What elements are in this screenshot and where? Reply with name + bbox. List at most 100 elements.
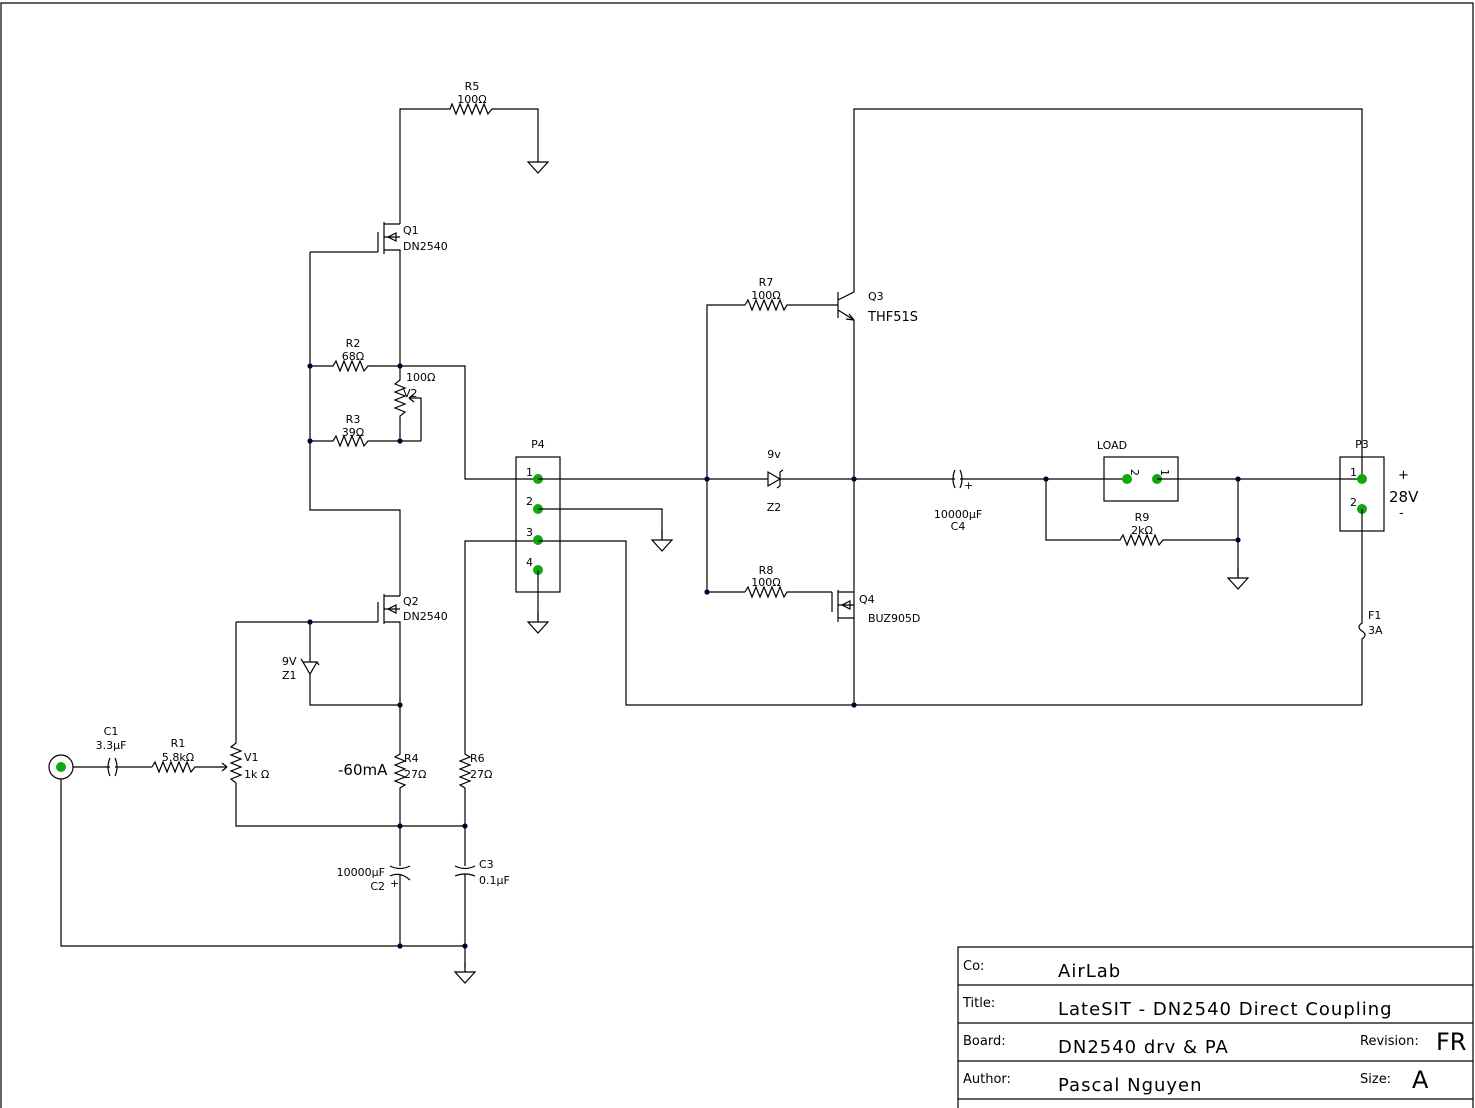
svg-text:+: + (964, 479, 973, 492)
r4-note: -60mA (338, 761, 388, 779)
r5-ref: R5 (465, 80, 480, 93)
connector-p4: P4 1 2 3 4 (515, 438, 1362, 706)
resistor-r7: R7 100Ω (744, 276, 838, 312)
q4-ref: Q4 (859, 593, 875, 606)
q3-value: THF51S (867, 310, 918, 325)
p3-ref: P3 (1355, 438, 1369, 451)
tb-co: AirLab (1058, 961, 1121, 982)
c1-value: 3.3µF (96, 739, 127, 752)
svg-text:+: + (390, 877, 399, 890)
title-block: Co: AirLab Title: LateSIT - DN2540 Direc… (957, 946, 1473, 1108)
capacitor-c2: 10000µF C2 + (337, 826, 411, 946)
svg-text:1: 1 (1158, 469, 1171, 476)
mosfet-q2: Q2 DN2540 (236, 594, 448, 748)
transistor-q3: Q3 THF51S (837, 108, 1363, 705)
svg-text:2: 2 (1350, 496, 1357, 509)
c3-value: 0.1µF (479, 874, 510, 887)
r4-ref: R4 (404, 752, 419, 765)
c1-ref: C1 (104, 725, 119, 738)
tb-author-label: Author: (963, 1072, 1011, 1087)
tb-revision: FR (1436, 1028, 1466, 1056)
potentiometer-v1: V1 1k Ω (229, 622, 465, 827)
q1-value: DN2540 (403, 240, 448, 253)
f1-value: 3A (1368, 624, 1383, 637)
p4-pin3-pad[interactable] (533, 535, 543, 545)
potentiometer-v2: 100Ω V2 (393, 366, 435, 442)
capacitor-c4: + 10000µF C4 (854, 469, 1127, 533)
svg-text:2: 2 (526, 495, 533, 508)
load-ref: LOAD (1097, 439, 1127, 452)
c2-value: 10000µF (337, 866, 385, 879)
z1-ref: Z1 (282, 669, 297, 682)
resistor-r8: R8 100Ω (744, 564, 832, 599)
q3-ref: Q3 (868, 290, 884, 303)
tb-size-label: Size: (1360, 1072, 1391, 1087)
load-pin2-pad[interactable] (1122, 474, 1132, 484)
zener-z2: 9v Z2 (767, 448, 854, 514)
p3-pin1-pad[interactable] (1357, 474, 1367, 484)
r5-value: 100Ω (457, 93, 486, 106)
z1-value: 9V (282, 655, 297, 668)
r1-value: 5.8kΩ (162, 751, 194, 764)
c4-ref: C4 (951, 520, 966, 533)
resistor-r1: R1 5.8kΩ (151, 737, 228, 774)
tb-board: DN2540 drv & PA (1058, 1037, 1229, 1058)
v2-ref: V2 (403, 387, 418, 400)
resistor-r9: R9 2kΩ (1045, 479, 1249, 590)
c3-ref: C3 (479, 858, 494, 871)
tb-author: Pascal Nguyen (1058, 1075, 1203, 1096)
resistor-r3: R3 39Ω (310, 413, 400, 448)
capacitor-c3: C3 0.1µF (454, 826, 510, 984)
wire-to-p4-pin1 (400, 365, 538, 480)
r3-ref: R3 (346, 413, 361, 426)
svg-text:4: 4 (526, 556, 533, 569)
p4-ref: P4 (531, 438, 545, 451)
zener-z1: 9V Z1 (282, 622, 400, 706)
junction-dots (307, 363, 1241, 949)
r2-value: 68Ω (342, 350, 364, 363)
r8-value: 100Ω (751, 576, 780, 589)
connector-load: LOAD 2 1 (1097, 439, 1362, 502)
v1-ref: V1 (244, 751, 259, 764)
input-connector[interactable] (48, 754, 465, 947)
r7-value: 100Ω (751, 289, 780, 302)
r2-ref: R2 (346, 337, 361, 350)
p3-minus: - (1399, 506, 1404, 521)
r3-value: 39Ω (342, 426, 364, 439)
v2-value: 100Ω (406, 371, 435, 384)
tb-title: LateSIT - DN2540 Direct Coupling (1058, 999, 1393, 1020)
q2-ref: Q2 (403, 595, 419, 608)
resistor-r2: R2 68Ω (310, 337, 400, 373)
r8-ref: R8 (759, 564, 774, 577)
svg-text:3: 3 (526, 526, 533, 539)
r6-ref: R6 (470, 752, 485, 765)
z2-value: 9v (767, 448, 781, 461)
svg-text:2: 2 (1128, 469, 1141, 476)
tb-co-label: Co: (963, 959, 984, 974)
r6-value: 27Ω (470, 768, 492, 781)
resistor-r5: R5 100Ω (399, 80, 549, 224)
q4-value: BUZ905D (868, 612, 920, 625)
r7-ref: R7 (759, 276, 774, 289)
svg-text:1: 1 (1350, 466, 1357, 479)
p3-voltage: 28V (1389, 488, 1419, 506)
connector-p3: P3 1 2 + 28V - (1339, 438, 1419, 532)
q2-value: DN2540 (403, 610, 448, 623)
r9-value: 2kΩ (1131, 524, 1153, 537)
mosfet-q1: Q1 DN2540 (310, 222, 448, 365)
svg-text:1: 1 (526, 466, 533, 479)
v1-value: 1k Ω (244, 768, 269, 781)
tb-board-label: Board: (963, 1034, 1006, 1049)
wire-gate-bus (309, 252, 401, 596)
q1-ref: Q1 (403, 224, 419, 237)
resistor-r6: R6 27Ω (458, 540, 538, 826)
mosfet-q4: Q4 BUZ905D (831, 590, 920, 625)
p3-plus: + (1398, 468, 1409, 483)
z2-ref: Z2 (767, 501, 782, 514)
wire-gate-drivers (706, 304, 745, 593)
c2-ref: C2 (370, 880, 385, 893)
r1-ref: R1 (171, 737, 186, 750)
resistor-r4: -60mA R4 27Ω (338, 748, 426, 826)
